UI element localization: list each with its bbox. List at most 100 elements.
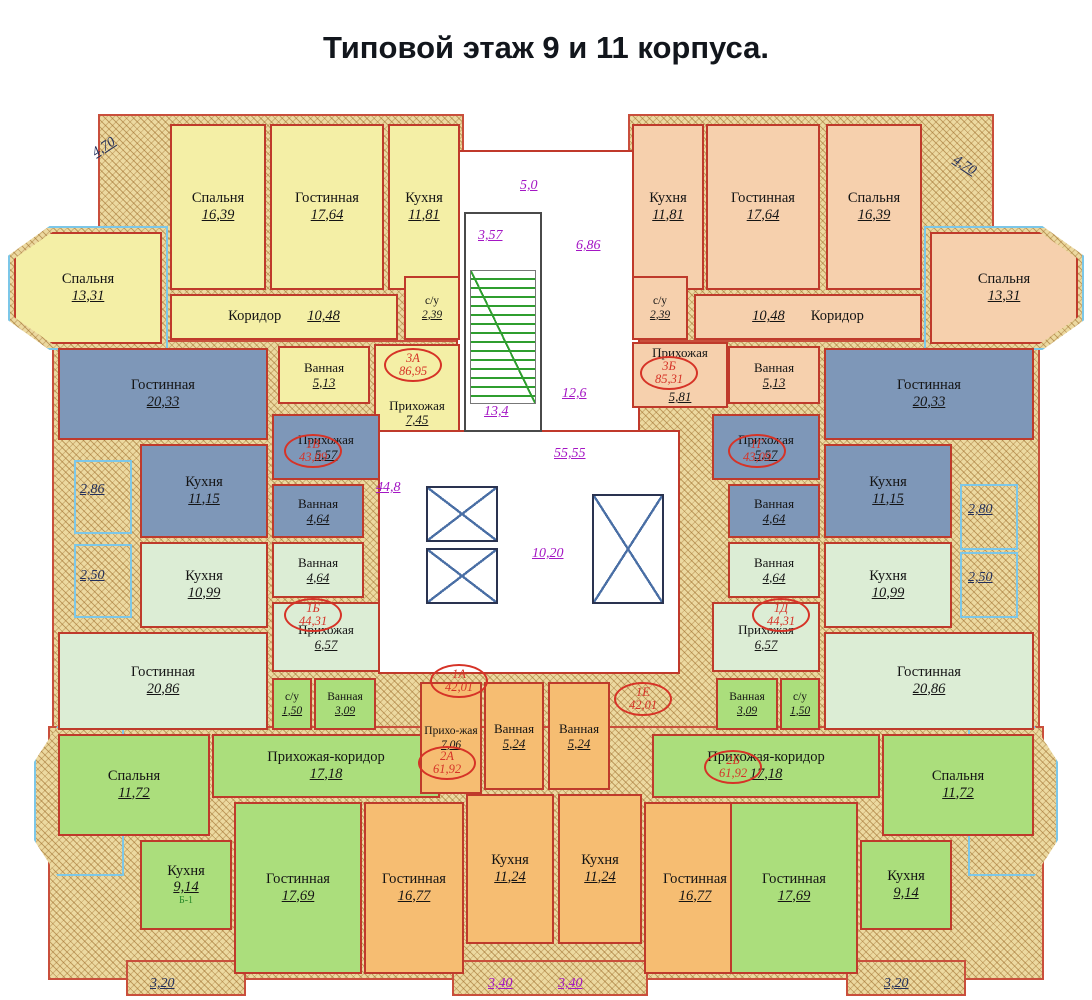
room-label: Спальня: [191, 190, 245, 207]
room-area: 2,39: [421, 308, 443, 321]
room-area: 17,64: [746, 206, 780, 223]
room-area: 16,39: [857, 206, 891, 223]
room-area: 16,77: [397, 887, 431, 904]
apt-area: 44,31: [766, 614, 796, 628]
room-label: Прихожая-коридор: [267, 749, 385, 766]
room-area: 5,13: [762, 374, 786, 390]
apt-area: 85,31: [654, 372, 684, 386]
dim-6-86-vestibule: 6,86: [576, 238, 601, 253]
room-label: Спальня: [847, 190, 901, 207]
room-area: 1,50: [281, 704, 303, 717]
room-label: с/у: [424, 295, 440, 308]
room-area: 10,48: [307, 308, 340, 325]
room-label: Кухня: [185, 474, 223, 491]
room-area: 11,15: [188, 490, 220, 507]
dim-44-8-lobby: 44,8: [376, 480, 401, 495]
room-label: Прихо-жая: [424, 725, 478, 738]
room-label: Гостинная: [897, 377, 961, 394]
room-label: Кухня: [887, 868, 925, 885]
room-label: Кухня: [869, 474, 907, 491]
room-area: 1,50: [789, 704, 811, 717]
room-area: 4,64: [762, 510, 786, 526]
loggia-right-1: [960, 484, 1018, 550]
room-label: Прихожая: [652, 345, 708, 360]
room-label: Гостинная: [131, 377, 195, 394]
room-area: 20,86: [912, 680, 946, 697]
room-label: Гостинная: [295, 190, 359, 207]
room-label: Гостинная: [762, 871, 826, 888]
room-label: Гостинная: [382, 871, 446, 888]
room-area: 4,64: [306, 569, 330, 585]
room-area: 5,24: [502, 735, 526, 751]
elevator-shaft-1: [426, 486, 498, 542]
page-title: Типовой этаж 9 и 11 корпуса.: [322, 30, 769, 65]
room-label: Кухня: [869, 568, 907, 585]
room-area: 20,33: [146, 393, 180, 410]
room-label: Коридор: [810, 308, 864, 325]
room-label: Кухня: [185, 568, 223, 585]
room-area: 2,39: [649, 308, 671, 321]
room-area: 11,24: [584, 868, 616, 885]
dim-55-55-corridor: 55,55: [554, 446, 586, 461]
dim-3-57-vestibule: 3,57: [478, 228, 503, 243]
room-label: Ванная: [753, 554, 795, 570]
room-label: Кухня: [491, 852, 529, 869]
apt-area: 44,31: [298, 614, 328, 628]
dim-10-20-elevator-lobby: 10,20: [532, 546, 564, 561]
apt-number: 3А: [406, 351, 420, 366]
dim-2-86-loggia-left: 2,86: [80, 482, 105, 497]
room-label: Ванная: [753, 495, 795, 511]
room-label: Гостинная: [131, 664, 195, 681]
apt-area: 86,95: [398, 364, 428, 378]
apt-area: 61,92: [718, 766, 748, 780]
room-area: 5,81: [668, 389, 692, 405]
room-area: 11,72: [118, 784, 150, 801]
apt-number: 1Б: [306, 601, 320, 616]
room-area: 6,57: [314, 636, 338, 652]
dim-12-6-corridor: 12,6: [562, 386, 587, 401]
room-area: 11,81: [652, 206, 684, 223]
elevator-shaft-2: [426, 548, 498, 604]
loggia-right-2: [960, 552, 1018, 618]
apt-number: 1В: [306, 437, 320, 452]
balcony-bottom-right: [846, 960, 966, 996]
room-area: 10,99: [187, 584, 221, 601]
room-area: 16,39: [201, 206, 235, 223]
apt-area: 42,01: [628, 698, 658, 712]
room-label: Гостинная: [266, 871, 330, 888]
room-area: 7,45: [405, 412, 429, 428]
